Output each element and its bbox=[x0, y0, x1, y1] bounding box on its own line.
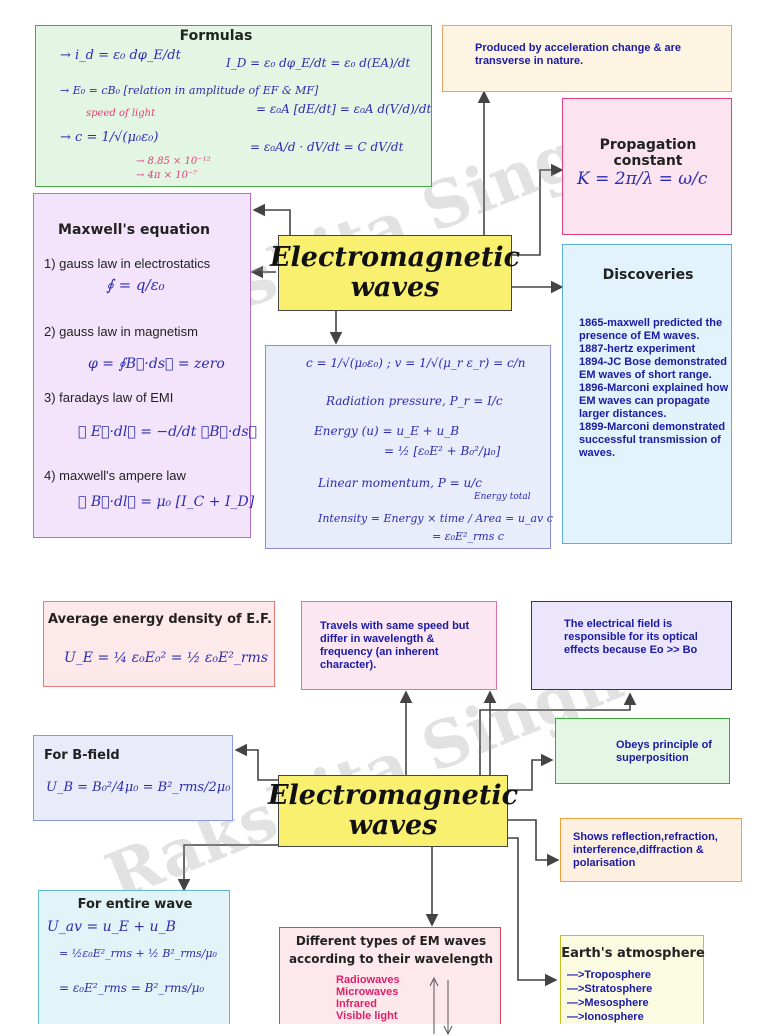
maxwell-title: Maxwell's equation bbox=[58, 222, 210, 238]
wave-type-item: Infrared bbox=[336, 998, 377, 1010]
maxwell-law-4: 4) maxwell's ampere law bbox=[44, 468, 186, 483]
central-eq-energy: Energy (u) = u_E + u_B bbox=[314, 424, 460, 438]
types-title-2: according to their wavelength bbox=[288, 952, 494, 966]
maxwell-eq-3: ∮ E⃗·dl⃗ = −d/dt ∮B⃗·ds⃗ bbox=[78, 424, 257, 440]
discovery-item: 1894-JC Bose demonstrated EM waves of sh… bbox=[579, 356, 727, 381]
atmosphere-item: —>Stratosphere bbox=[567, 983, 653, 995]
wave-type-item: Visible light bbox=[336, 1010, 398, 1022]
types-title-1: Different types of EM waves bbox=[295, 934, 487, 948]
formula-id: → i_d = ε₀ dφ_E/dt bbox=[60, 48, 181, 63]
central-eq-momentum: Linear momentum, P = u/c bbox=[318, 476, 482, 490]
atmosphere-item: —>Troposphere bbox=[567, 969, 652, 981]
central-eq-energy-total: Energy total bbox=[474, 492, 531, 502]
formulas-box: Formulas → i_d = ε₀ dφ_E/dt I_D = ε₀ dφ_… bbox=[35, 25, 432, 187]
entire-wave-eq-1: U_av = u_E + u_B bbox=[47, 919, 176, 935]
produced-box: Produced by acceleration change & are tr… bbox=[442, 25, 732, 92]
avg-energy-title: Average energy density of E.F. bbox=[48, 612, 272, 627]
formula-Id: I_D = ε₀ dφ_E/dt = ε₀ d(EA)/dt bbox=[226, 56, 411, 70]
maxwell-eq-1: ∮ = q/ε₀ bbox=[106, 276, 165, 294]
center-bottom-line2: waves bbox=[348, 810, 438, 841]
avg-energy-box: Average energy density of E.F. U_E = ¼ ε… bbox=[43, 601, 275, 687]
maxwell-law-1: 1) gauss law in electrostatics bbox=[44, 256, 211, 271]
central-eq-pressure: Radiation pressure, P_r = I/c bbox=[326, 394, 503, 408]
bfield-eq: U_B = B₀²/4μ₀ = B²_rms/2μ₀ bbox=[46, 780, 231, 795]
discovery-item: 1865-maxwell predicted the presence of E… bbox=[579, 317, 723, 342]
formula-c: → c = 1/√(μ₀ε₀) bbox=[60, 130, 159, 145]
formulas-title: Formulas bbox=[179, 28, 253, 44]
propagation-eq: K = 2π/λ = ω/c bbox=[577, 169, 708, 189]
speed-of-light-note: speed of light bbox=[86, 108, 156, 119]
types-box: Different types of EM waves according to… bbox=[279, 927, 501, 1036]
center-top-line2: waves bbox=[350, 272, 440, 303]
discoveries-list: 1865-maxwell predicted the presence of E… bbox=[579, 317, 729, 460]
electrical-box: The electrical field is responsible for … bbox=[531, 601, 732, 690]
formula-capacitance: = ε₀A/d · dV/dt = C dV/dt bbox=[250, 140, 404, 154]
wavelength-arrow-icon bbox=[429, 976, 453, 1036]
travels-text: Travels with same speed but differ in wa… bbox=[320, 620, 470, 671]
atmosphere-title: Earth's atmosphere bbox=[561, 946, 705, 961]
entire-wave-title: For entire wave bbox=[77, 897, 193, 912]
propagation-box: Propagation constant K = 2π/λ = ω/c bbox=[562, 98, 732, 235]
discoveries-box: Discoveries 1865-maxwell predicted the p… bbox=[562, 244, 732, 544]
wave-type-item: Radiowaves bbox=[336, 974, 400, 986]
central-eq-intensity2: = ε₀E²_rms c bbox=[432, 530, 504, 543]
discoveries-title: Discoveries bbox=[602, 267, 694, 283]
entire-wave-box: For entire wave U_av = u_E + u_B = ½ε₀E²… bbox=[38, 890, 230, 1024]
central-eq-intensity: Intensity = Energy × time / Area = u_av … bbox=[318, 512, 553, 525]
maxwell-box: Maxwell's equation 1) gauss law in elect… bbox=[33, 193, 257, 538]
maxwell-law-2: 2) gauss law in magnetism bbox=[44, 324, 198, 339]
types-list: Radiowaves Microwaves Infrared Visible l… bbox=[336, 974, 400, 1022]
travels-box: Travels with same speed but differ in wa… bbox=[301, 601, 497, 690]
atmosphere-box: Earth's atmosphere —>Troposphere —>Strat… bbox=[560, 935, 705, 1024]
formula-e0: → E₀ = cB₀ [relation in amplitude of EF … bbox=[60, 84, 319, 97]
formula-eoA: = ε₀A [dE/dt] = ε₀A d(V/d)/dt bbox=[256, 102, 432, 116]
discovery-item: 1887-hertz experiment bbox=[579, 343, 696, 355]
wave-type-item: Microwaves bbox=[336, 986, 399, 998]
maxwell-eq-4: ∮ B⃗·dl⃗ = μ₀ [I_C + I_D] bbox=[78, 494, 255, 510]
central-equations-box: c = 1/√(μ₀ε₀) ; v = 1/√(μ_r ε_r) = c/n R… bbox=[265, 345, 553, 549]
propagation-title: Propagation constant bbox=[599, 137, 697, 169]
produced-text: Produced by acceleration change & are tr… bbox=[475, 42, 682, 67]
entire-wave-eq-3: = ε₀E²_rms = B²_rms/μ₀ bbox=[59, 981, 205, 995]
reflection-box: Shows reflection,refraction, interferenc… bbox=[560, 818, 742, 882]
maxwell-eq-2: φ = ∮B⃗·ds⃗ = zero bbox=[88, 356, 225, 372]
reflection-text: Shows reflection,refraction, interferenc… bbox=[573, 831, 718, 869]
atmosphere-item: —>Mesosphere bbox=[567, 997, 649, 1009]
superposition-text: Obeys principle of superposition bbox=[616, 739, 712, 764]
maxwell-law-3: 3) faradays law of EMI bbox=[44, 390, 174, 405]
epsilon-value-note: → 8.85 × 10⁻¹² bbox=[136, 156, 211, 167]
central-eq-speed: c = 1/√(μ₀ε₀) ; v = 1/√(μ_r ε_r) = c/n bbox=[306, 356, 526, 370]
superposition-box: Obeys principle of superposition bbox=[555, 718, 730, 784]
electrical-text: The electrical field is responsible for … bbox=[564, 618, 698, 656]
discovery-item: 1896-Marconi explained how EM waves can … bbox=[579, 382, 729, 420]
atmosphere-item: —>Ionosphere bbox=[567, 1011, 644, 1023]
bfield-box: For B-field U_B = B₀²/4μ₀ = B²_rms/2μ₀ bbox=[33, 735, 233, 821]
entire-wave-eq-2: = ½ε₀E²_rms + ½ B²_rms/μ₀ bbox=[59, 947, 217, 960]
mu-value-note: → 4π × 10⁻⁷ bbox=[136, 170, 198, 181]
center-node-bottom: Electromagnetic waves bbox=[268, 775, 518, 847]
avg-energy-eq: U_E = ¼ ε₀E₀² = ½ ε₀E²_rms bbox=[64, 650, 268, 666]
center-top-line1: Electromagnetic bbox=[269, 242, 521, 273]
center-bottom-line1: Electromagnetic bbox=[267, 780, 519, 811]
center-node-top: Electromagnetic waves bbox=[270, 235, 520, 311]
bfield-title: For B-field bbox=[44, 748, 120, 763]
central-eq-energy2: = ½ [ε₀E² + B₀²/μ₀] bbox=[384, 444, 501, 458]
discovery-item: 1899-Marconi demonstrated successful tra… bbox=[579, 421, 726, 459]
atmosphere-list: —>Troposphere —>Stratosphere —>Mesospher… bbox=[567, 968, 652, 1024]
